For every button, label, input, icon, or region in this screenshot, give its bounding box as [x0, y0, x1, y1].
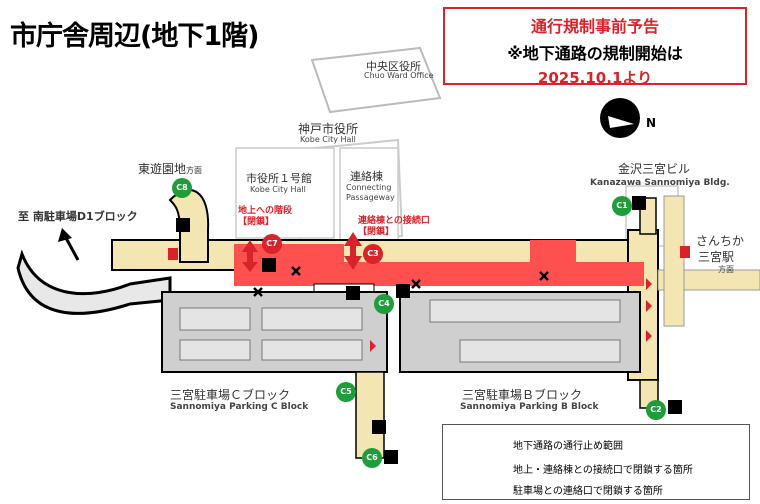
north-label: N	[646, 116, 657, 130]
exit-c3-icon: C3	[363, 244, 383, 264]
connect-closure-label: 連絡棟との接続口【閉鎖】	[358, 216, 430, 237]
kanazawa-label-en: Kanazawa Sannomiya Bldg.	[590, 178, 730, 188]
exit-c6-icon: C6	[362, 448, 382, 468]
notice-line-2: ※地下通路の規制開始は	[507, 44, 683, 63]
stairs-icon	[384, 450, 398, 464]
hall1-label-en: Kobe City Hall	[250, 185, 306, 194]
toilet-icon	[680, 246, 690, 258]
sannomiya-suffix: 方面	[718, 265, 734, 274]
stairs-icon	[262, 258, 276, 272]
parking-c-label-en: Sannomiya Parking C Block	[170, 402, 309, 412]
south-parking-label: 至 南駐車場D1ブロック	[18, 210, 138, 223]
chuo-label-en: Chuo Ward Office	[364, 71, 434, 80]
closed-area-right	[530, 240, 576, 266]
parking-c-label-jp: 三宮駐車場Ｃブロック	[170, 388, 291, 402]
parking-closure-marks	[253, 266, 549, 297]
sannomiya-street-v	[663, 195, 685, 327]
toilet-icon	[168, 248, 178, 260]
legend-closed-x: 駐車場との連絡口で閉鎖する箇所	[513, 486, 663, 497]
notice-box: 通行規制事前予告 ※地下通路の規制開始は 2025.10.1より	[443, 7, 747, 87]
page-title: 市庁舎周辺(地下1階)	[10, 21, 259, 52]
closure-arrow-connect	[344, 232, 362, 270]
stairs-icon	[372, 420, 386, 434]
compass-icon	[600, 98, 640, 138]
exit-c8-icon: C8	[172, 178, 192, 198]
exit-c7-icon: C7	[262, 234, 282, 254]
legend-closed-area: 地下通路の通行止め範囲	[513, 441, 623, 452]
chuo-ward-office-outline	[310, 46, 442, 114]
south-passage	[16, 249, 172, 315]
chuo-label-jp: 中央区役所	[366, 60, 421, 73]
elevator-icon	[346, 286, 360, 300]
south-parking-arrow	[58, 228, 80, 261]
exit-c2-icon: C2	[646, 400, 666, 420]
notice-line-3: 2025.10.1より	[537, 69, 653, 87]
hall1-outline	[235, 147, 335, 239]
kanazawa-label-jp: 金沢三宮ビル	[618, 162, 691, 176]
connect-label-en2: Passageway	[346, 193, 395, 202]
hall1-label-jp: 市役所１号館	[246, 172, 312, 185]
connect-label-en1: Connecting	[346, 183, 392, 192]
closure-arrow-stairs	[242, 240, 258, 272]
exit-c4-icon: C4	[374, 294, 394, 314]
elevator-icon	[632, 196, 646, 210]
connect-label-jp: 連絡棟	[350, 170, 383, 183]
park-label: 東遊園地方面	[138, 162, 203, 176]
notice-line-1: 通行規制事前予告	[530, 17, 659, 36]
sanchika-label: さんちか	[696, 234, 745, 248]
entrance-markers	[370, 278, 652, 352]
kobe-label-jp: 神戸市役所	[298, 122, 359, 136]
sannomiya-station-label: 三宮駅	[698, 250, 735, 264]
legend-box: 地下通路の通行止め範囲 地上・連絡棟との接続口で閉鎖する箇所 駐車場との連絡口で…	[442, 424, 750, 500]
closed-area-hall	[234, 244, 344, 266]
legend-closed-arrow: 地上・連絡棟との接続口で閉鎖する箇所	[513, 465, 693, 476]
exit-c5-icon: C5	[336, 382, 356, 402]
kobe-label-en: Kobe City Hall	[300, 135, 356, 144]
parking-b-label-en: Sannomiya Parking B Block	[460, 402, 599, 412]
stairs-icon	[396, 284, 410, 298]
stairs-closure-label: 地上への階段【閉鎖】	[238, 206, 293, 227]
stairs-icon	[176, 218, 190, 232]
exit-c1-icon: C1	[612, 196, 632, 216]
parking-b-label-jp: 三宮駐車場Ｂブロック	[462, 388, 583, 402]
stairs-icon	[668, 400, 682, 414]
c5-c6-stairs	[355, 371, 385, 459]
